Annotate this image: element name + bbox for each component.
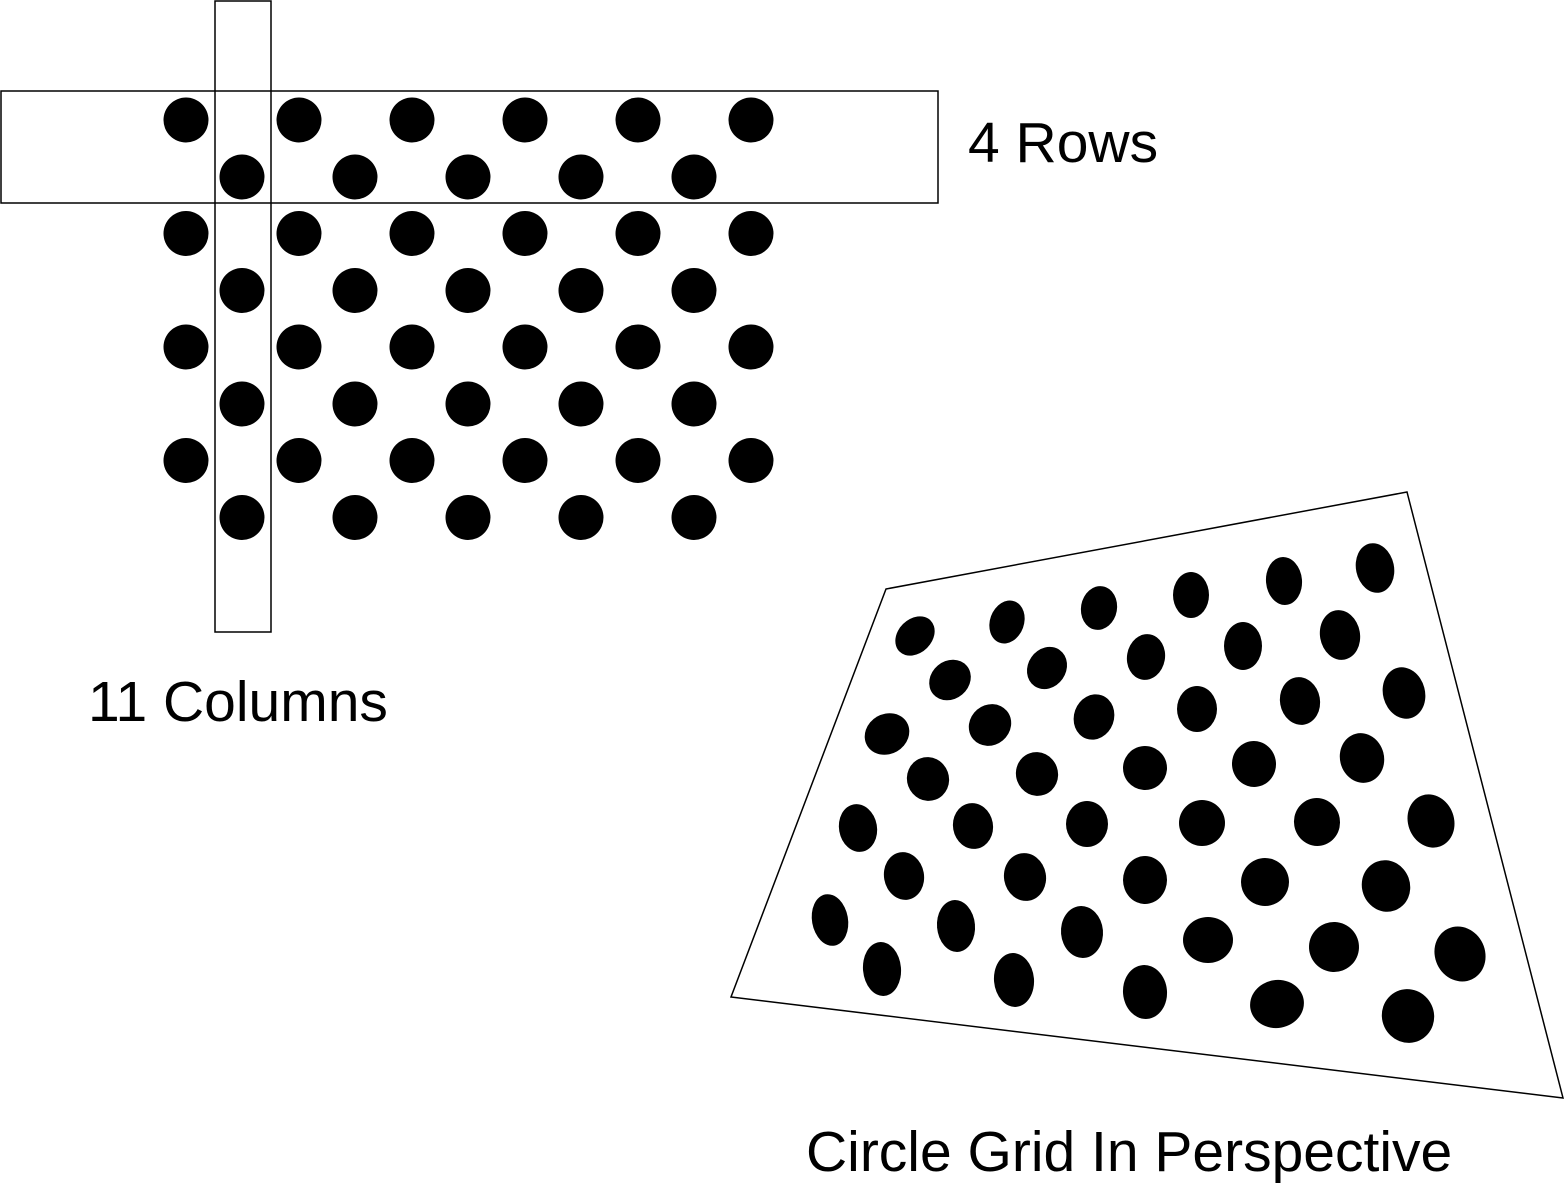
grid-dot (219, 381, 265, 427)
perspective-dot (1122, 965, 1168, 1019)
perspective-dot (1183, 917, 1233, 963)
perspective-dot (993, 953, 1035, 1007)
perspective-dot (1173, 572, 1209, 618)
perspective-dot (1080, 586, 1118, 630)
grid-dot (502, 97, 548, 143)
grid-dot (163, 97, 209, 143)
perspective-dot (929, 659, 971, 701)
grid-dot (445, 268, 491, 313)
perspective-dot (895, 616, 935, 656)
grid-dot (276, 211, 322, 256)
grid-dot (502, 438, 548, 483)
grid-dot (445, 381, 491, 427)
grid-dot (219, 268, 265, 313)
perspective-dot (1060, 906, 1104, 958)
grid-dot (558, 154, 604, 200)
perspective-dot (906, 757, 950, 801)
grid-dot (728, 438, 774, 483)
perspective-dot (1123, 856, 1167, 904)
perspective-dot (1309, 922, 1359, 972)
grid-dot (389, 211, 435, 256)
grid-dot (163, 438, 209, 483)
perspective-dot (968, 704, 1012, 746)
perspective-dot (1126, 634, 1166, 680)
perspective-dot (1026, 646, 1068, 690)
grid-dot (332, 154, 378, 200)
grid-dot (332, 381, 378, 427)
perspective-dot (838, 804, 878, 852)
grid-dot (389, 324, 435, 370)
perspective-dot (952, 803, 994, 849)
perspective-dot (1279, 677, 1321, 725)
perspective-dot (1003, 853, 1047, 901)
grid-dot (615, 211, 661, 256)
grid-dot (389, 438, 435, 483)
grid-dot (558, 495, 604, 540)
perspective-dot (883, 852, 925, 900)
grid-dot (445, 495, 491, 540)
grid-dot (728, 211, 774, 256)
perspective-dot (1073, 694, 1115, 740)
perspective-dot (864, 713, 910, 755)
perspective-dot (1293, 798, 1341, 846)
grid-dot (615, 438, 661, 483)
grid-dot (276, 324, 322, 370)
perspective-dot (1177, 686, 1217, 732)
perspective-circle-grid (811, 543, 1486, 1043)
perspective-dot (811, 894, 849, 946)
grid-dot (276, 438, 322, 483)
grid-dot (671, 495, 717, 540)
grid-dot (332, 495, 378, 540)
columns-label: 11 Columns (88, 670, 388, 734)
perspective-dot (1361, 860, 1411, 912)
grid-dot (728, 97, 774, 143)
grid-dot (558, 268, 604, 313)
perspective-dot (1224, 622, 1262, 670)
perspective-dot (1231, 741, 1277, 787)
row-highlight-box (0, 90, 939, 204)
perspective-dot (1339, 733, 1385, 783)
grid-dot (276, 97, 322, 143)
perspective-dot (1250, 979, 1304, 1029)
grid-dot (445, 154, 491, 200)
grid-dot (671, 154, 717, 200)
perspective-dot (1434, 926, 1486, 982)
grid-dot (219, 154, 265, 200)
grid-dot (728, 324, 774, 370)
flat-circle-grid (163, 97, 774, 540)
grid-dot (163, 211, 209, 256)
perspective-dot (1123, 746, 1167, 790)
perspective-dot (1319, 610, 1361, 660)
perspective-dot (1066, 801, 1108, 847)
grid-dot (219, 495, 265, 540)
grid-dot (615, 324, 661, 370)
grid-dot (615, 97, 661, 143)
perspective-dot (1355, 543, 1395, 593)
grid-dot (163, 324, 209, 370)
grid-dot (671, 381, 717, 427)
grid-dot (502, 324, 548, 370)
perspective-dot (1407, 794, 1455, 848)
perspective-dot (1241, 858, 1289, 906)
perspective-dot (1265, 557, 1303, 605)
perspective-dot (989, 600, 1025, 644)
perspective-dot (1381, 989, 1435, 1043)
perspective-dot (1179, 800, 1225, 846)
rows-label: 4 Rows (968, 111, 1159, 175)
grid-dot (502, 211, 548, 256)
grid-dot (558, 381, 604, 427)
grid-dot (389, 97, 435, 143)
grid-dot (671, 268, 717, 313)
perspective-dot (862, 942, 902, 996)
perspective-title: Circle Grid In Perspective (806, 1120, 1453, 1184)
perspective-dot (1015, 752, 1059, 796)
column-highlight-box (214, 0, 272, 633)
perspective-dot (1382, 667, 1426, 719)
grid-dot (332, 268, 378, 313)
perspective-board-outline (729, 491, 1565, 1099)
perspective-dot (936, 900, 976, 952)
